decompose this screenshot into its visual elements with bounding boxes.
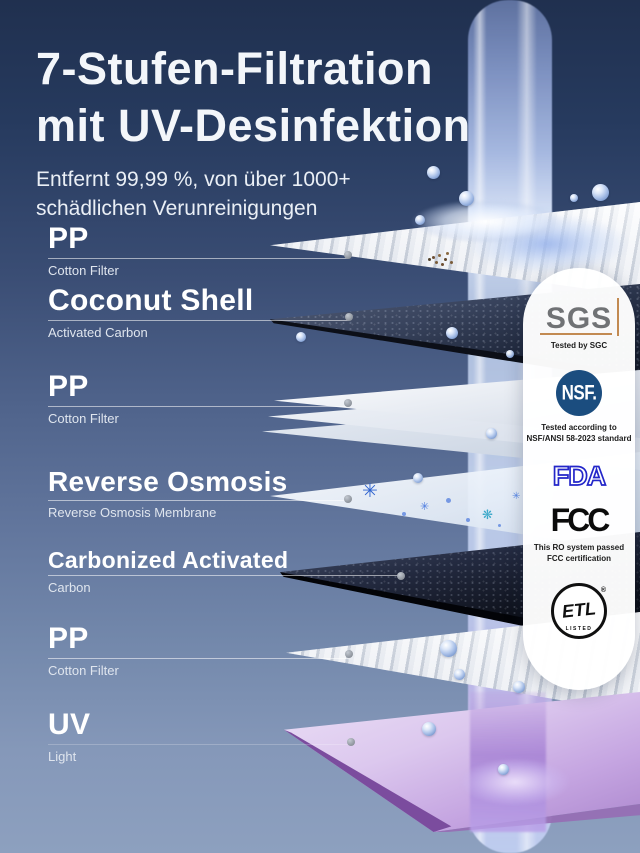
nsf-logo: NSF. (556, 369, 602, 416)
page-subtitle-line1: Entfernt 99,99 %, von über 1000+ (36, 168, 351, 192)
leader-line (48, 575, 401, 577)
stage-name: PP (48, 222, 89, 255)
page-title: 7-Stufen-Filtration mit UV-Desinfektion (36, 40, 471, 154)
fcc-caption-line1: This RO system passed (533, 543, 625, 553)
water-droplet (592, 184, 609, 201)
leader-line (48, 405, 348, 407)
stage-uv: UV Light (48, 708, 351, 764)
sgs-vertical-line (617, 298, 620, 336)
etl-registered-mark: ® (600, 586, 606, 594)
water-droplet (440, 640, 457, 657)
leader-line (48, 257, 348, 259)
microbe-dot (446, 498, 451, 503)
cert-etl: ETL LISTED ® (551, 579, 607, 639)
stage-reverse-osmosis: Reverse Osmosis Reverse Osmosis Membrane (48, 466, 348, 520)
stage-detail: Light (48, 748, 77, 764)
stage-name: UV (48, 708, 91, 741)
water-droplet (506, 350, 514, 358)
cert-nsf: NSF. Tested according to NSF/ANSI 58-202… (527, 369, 632, 445)
leader-dot (347, 738, 355, 746)
stage-detail: Carbon (48, 580, 91, 596)
stage-detail: Reverse Osmosis Membrane (48, 504, 217, 520)
header: 7-Stufen-Filtration mit UV-Desinfektion … (36, 40, 471, 224)
water-droplet (454, 669, 465, 680)
fda-logo-text: FDA (553, 461, 606, 490)
leader-dot (397, 572, 405, 580)
fcc-logo: FCC (550, 502, 611, 539)
splash-uv (445, 752, 585, 812)
etl-listed-text: LISTED (565, 625, 593, 632)
stage-carbonized-activated: Carbonized Activated Carbon (48, 547, 401, 596)
nsf-logo-text: NSF. (561, 380, 597, 405)
leader-line (48, 319, 349, 321)
water-droplet (296, 332, 306, 342)
page-title-line1: 7-Stufen-Filtration (36, 43, 433, 94)
water-droplet (422, 722, 436, 736)
stage-name: Carbonized Activated (48, 547, 289, 573)
leader-line (48, 499, 348, 501)
sgs-underline (539, 333, 612, 335)
stage-pp-1: PP Cotton Filter (48, 222, 348, 278)
cert-fda: FDA (541, 460, 617, 491)
contaminant-particles (432, 256, 435, 259)
fda-logo: FDA (552, 461, 608, 491)
stage-name: Coconut Shell (48, 284, 254, 317)
microbe-dot (466, 518, 470, 522)
water-droplet (415, 215, 425, 225)
page-title-line2: mit UV-Desinfektion (36, 100, 471, 152)
fcc-caption: This RO system passed FCC certification (534, 543, 624, 565)
stage-detail: Activated Carbon (48, 324, 148, 340)
water-droplet (446, 327, 458, 339)
stage-detail: Cotton Filter (48, 662, 119, 678)
water-droplet (413, 473, 423, 483)
microbe-dot (402, 512, 406, 516)
virus-icon: ❋ (482, 507, 493, 522)
cert-sgs: SGS Tested by SGC (539, 298, 620, 352)
etl-logo: ETL LISTED ® (551, 582, 607, 639)
page-subtitle: Entfernt 99,99 %, von über 1000+ schädli… (36, 166, 471, 224)
leader-dot (344, 495, 352, 503)
etl-logo-text: ETL (560, 598, 597, 623)
virus-icon: ✳ (420, 501, 430, 513)
water-droplet (486, 428, 497, 439)
nsf-caption: Tested according to NSF/ANSI 58-2023 sta… (527, 423, 632, 445)
water-droplet (513, 681, 525, 693)
water-droplet (459, 191, 474, 206)
certification-capsule: SGS Tested by SGC NSF. Tested according … (523, 268, 635, 690)
leader-line (48, 657, 349, 659)
stage-name: PP (48, 622, 89, 655)
sgs-logo-text: SGS (545, 302, 613, 335)
leader-dot (345, 313, 353, 321)
virus-icon: ✳ (362, 481, 378, 502)
water-droplet (498, 764, 509, 775)
leader-dot (344, 399, 352, 407)
stage-detail: Cotton Filter (48, 410, 119, 426)
microbe-dot (498, 524, 501, 527)
virus-icon: ✳ (512, 491, 521, 502)
stage-coconut-shell: Coconut Shell Activated Carbon (48, 284, 349, 340)
page-subtitle-line2: schädlichen Verunreinigungen (36, 197, 318, 221)
cert-fcc: FCC This RO system passed FCC certificat… (534, 504, 624, 565)
water-droplet (570, 194, 578, 202)
leader-dot (345, 650, 353, 658)
sgs-caption: Tested by SGC (550, 341, 608, 350)
stage-pp-3: PP Cotton Filter (48, 622, 349, 678)
stage-pp-2: PP Cotton Filter (48, 370, 348, 426)
nsf-caption-line2: NSF/ANSI 58-2023 standard (526, 433, 632, 443)
leader-dot (344, 251, 352, 259)
stage-name: Reverse Osmosis (48, 466, 288, 497)
leader-line (48, 743, 351, 745)
water-droplet (427, 166, 440, 179)
nsf-caption-line1: Tested according to (541, 422, 617, 432)
sgs-logo: SGS (539, 298, 620, 336)
stage-detail: Cotton Filter (48, 262, 119, 278)
stage-name: PP (48, 370, 89, 403)
fcc-caption-line2: FCC certification (546, 554, 611, 564)
